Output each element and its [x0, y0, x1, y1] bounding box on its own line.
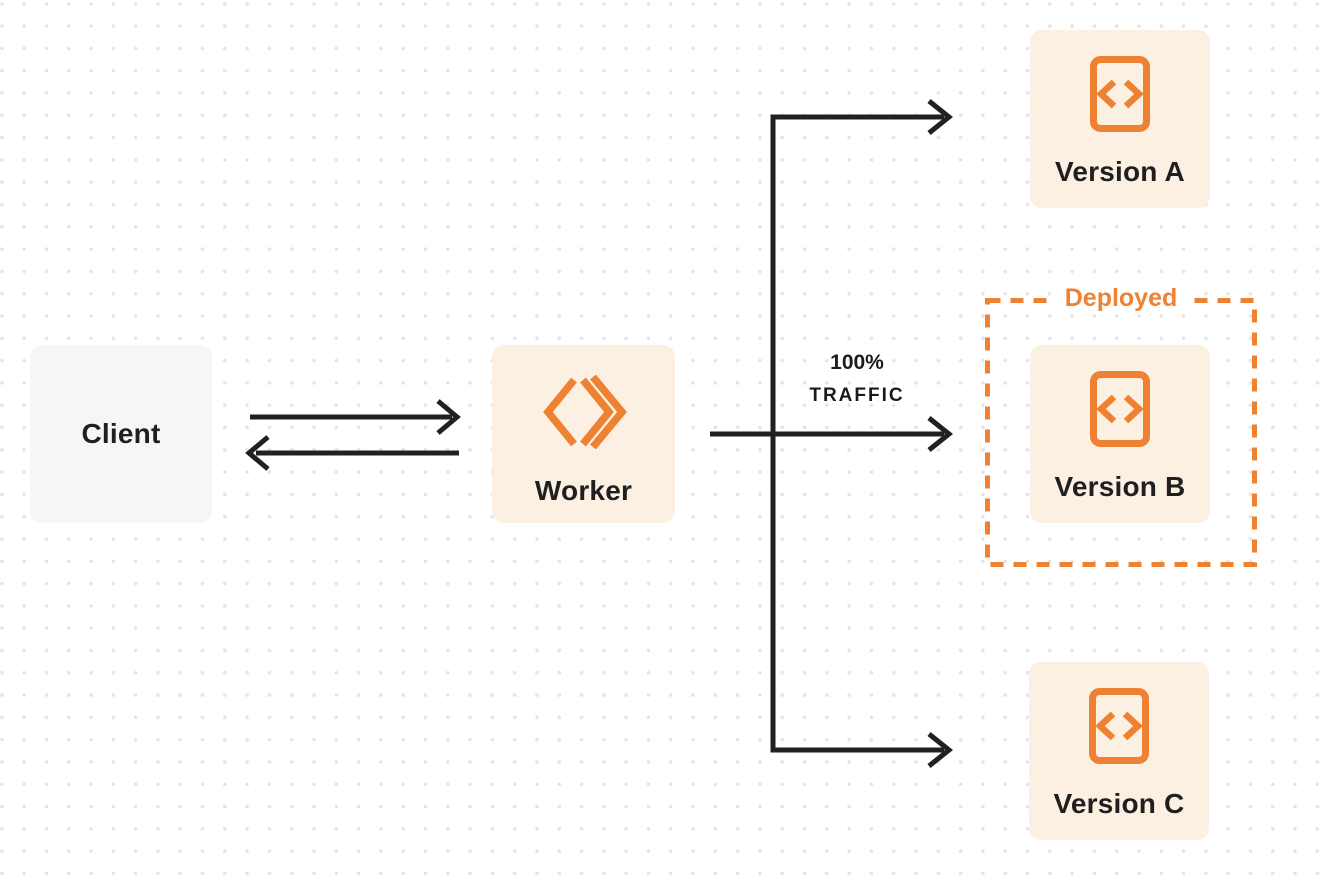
- version-a-label: Version A: [1055, 156, 1185, 187]
- branch-trunk: [770, 114, 944, 753]
- code-file-icon: [1090, 56, 1150, 132]
- workers-logo-icon: [542, 374, 627, 450]
- worker-node: Worker: [492, 345, 675, 523]
- version-a-node: Version A: [1030, 30, 1210, 208]
- worker-label: Worker: [534, 475, 633, 506]
- client-node: Client: [30, 345, 212, 523]
- client-label: Client: [81, 418, 161, 449]
- version-b-node: Version B: [1030, 345, 1210, 523]
- deployed-label: Deployed: [1050, 283, 1192, 313]
- client-to-worker-arrowhead: [436, 399, 461, 435]
- deployed-group: Deployed: [985, 283, 1257, 567]
- worker-to-version-b-arrowhead: [927, 416, 954, 452]
- code-file-icon: [1090, 371, 1150, 447]
- version-a-arrowhead: [927, 99, 954, 135]
- version-c-arrowhead: [927, 732, 954, 768]
- version-c-node: Version C: [1029, 662, 1209, 840]
- traffic-percentage: 100%: [830, 351, 884, 374]
- worker-to-client-arrowhead: [245, 435, 270, 471]
- traffic-label: 100% TRAFFIC: [787, 351, 927, 407]
- deployed-dashed-border: [985, 298, 1257, 567]
- code-file-icon: [1089, 688, 1149, 764]
- traffic-word: TRAFFIC: [809, 385, 905, 406]
- version-b-label: Version B: [1054, 471, 1186, 502]
- version-c-label: Version C: [1053, 788, 1185, 819]
